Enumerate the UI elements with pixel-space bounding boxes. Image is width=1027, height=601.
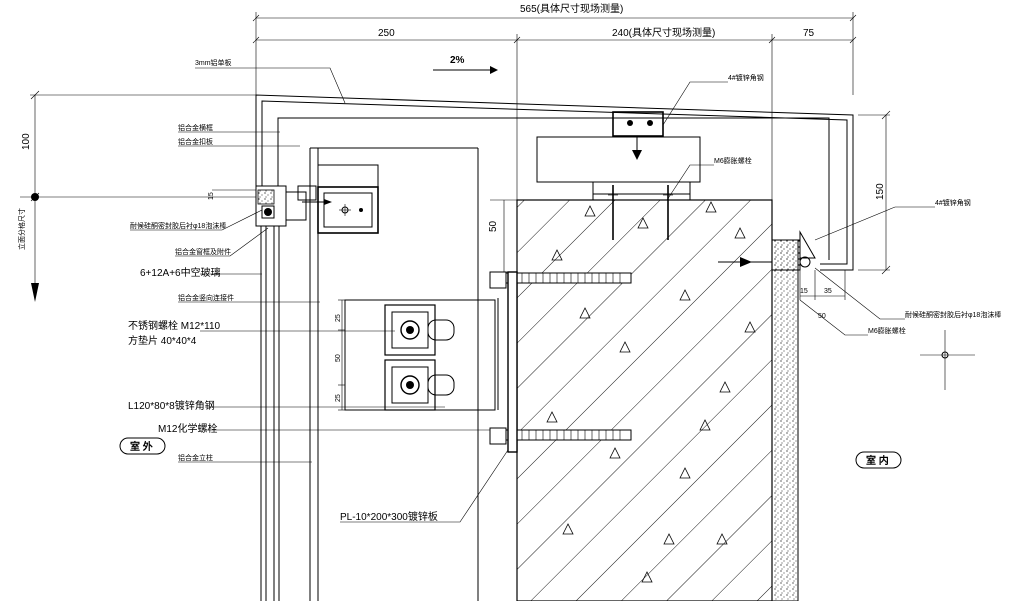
label-outdoor: 室 外 [130,440,153,453]
concrete-beam [516,199,799,601]
dim-25-b: 25 [335,394,342,402]
mullion-bracket: 25 50 25 [335,299,496,411]
chemical-bolt-upper [489,271,632,289]
label-bolt-m6-right: M6膨胀螺栓 [868,326,906,335]
dim-100: 100 [21,133,32,150]
label-alu-post: 铝合金立柱 [178,453,213,462]
dim-50-left: 50 [488,220,499,232]
top-dimension-chain: 565(具体尺寸现场测量) 250 240(具体尺寸现场测量) 75 [252,2,857,200]
glazing-assembly [255,147,479,601]
label-plate-pl: PL-10*200*300镀锌板 [340,510,438,523]
dim-35: 35 [824,288,832,295]
label-alu-frame: 铝合金扣板 [178,137,213,146]
label-angle-4b: 4#镀锌角钢 [935,198,971,207]
reference-cross-marker [920,330,975,390]
label-alu-mullion: 铝合金竖向连接件 [178,293,234,302]
chemical-bolt-lower [489,427,632,445]
steel-plate [507,271,518,453]
dim-15-top: 15 [208,192,215,200]
angle-steel-top [612,111,664,137]
anchor-bolts [489,185,673,453]
dim-150: 150 [875,183,886,200]
dim-25-a: 25 [335,314,342,322]
label-glass: 6+12A+6中空玻璃 [140,266,221,279]
label-gasket: 方垫片 40*40*4 [128,334,197,347]
label-angle-4a: 4#镀锌角钢 [728,73,764,82]
dim-50-right: 50 [818,313,826,320]
left-labels: 3mm铝单板 铝合金横框 铝合金扣板 耐候硅酮密封胶后衬φ18泡沫棒 铝合金窗框… [119,58,509,523]
label-alu-cover: 铝合金横框 [178,123,213,132]
dim-15-right: 15 [800,288,808,295]
label-sealant-left: 耐候硅酮密封胶后衬φ18泡沫棒 [130,221,226,230]
slope-indicator: 2% [433,55,498,74]
dim-left: 250 [378,28,395,39]
left-dimension: 100 立面分格尺寸 15 [17,90,256,302]
label-bolt-m12: 不锈钢螺栓 M12*110 [128,319,221,332]
steel-subframe [536,111,701,201]
dim-overall: 565(具体尺寸现场测量) [520,2,623,15]
dim-50-mid: 50 [335,354,342,362]
label-angle-l120: L120*80*8镀锌角钢 [128,399,215,412]
label-3mm-plate: 3mm铝单板 [195,58,232,67]
dim-right: 75 [803,28,815,39]
label-bolt-m6-top: M6膨胀螺栓 [714,156,752,165]
elevation-axis-label: 立面分格尺寸 [17,208,26,250]
label-bolt-m12b: M12化学螺栓 [158,422,217,435]
right-end-detail: 15 35 50 150 50 [488,110,891,320]
dim-middle: 240(具体尺寸现场测量) [612,26,715,39]
label-alu-vent: 铝合金窗框及附件 [175,247,231,256]
label-sealant-right: 耐候硅酮密封胶后衬φ18泡沫棒 [905,310,1001,319]
slope-label: 2% [450,55,465,66]
aluminum-flashing [255,94,854,271]
right-labels: 4#镀锌角钢 M6膨胀螺栓 4#镀锌角钢 耐候硅酮密封胶后衬φ18泡沫棒 M6膨… [662,73,1001,469]
label-indoor: 室 内 [866,454,889,467]
